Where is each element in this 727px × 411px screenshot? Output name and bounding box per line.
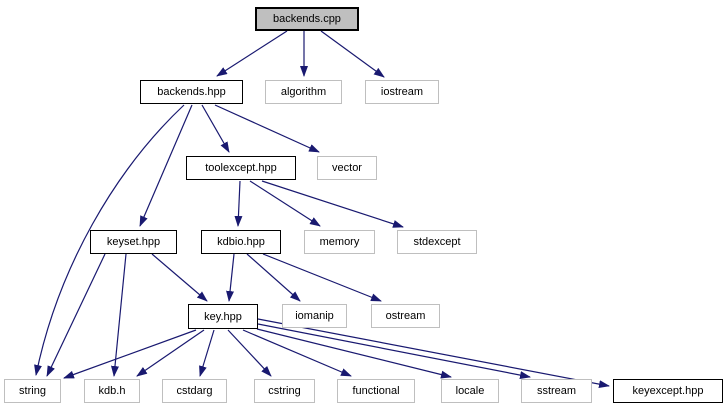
node-key-hpp[interactable]: key.hpp	[188, 304, 258, 329]
edge-key-hpp-to-kdb-h	[136, 329, 205, 377]
edge-kdbio-to-key-hpp	[226, 253, 235, 302]
node-functional: functional	[337, 379, 415, 403]
node-locale: locale	[441, 379, 499, 403]
edge-backends-hpp-to-keyset-hpp	[139, 104, 193, 227]
node-kdbio-hpp[interactable]: kdbio.hpp	[201, 230, 281, 254]
node-string: string	[4, 379, 61, 403]
edge-keyset-to-string	[46, 253, 106, 377]
edge-keyset-to-kdb-h	[110, 253, 127, 377]
edge-key-hpp-to-keyexcept-hpp	[257, 318, 610, 389]
edge-backends-hpp-to-vector	[214, 104, 320, 153]
node-toolexcept-hpp[interactable]: toolexcept.hpp	[186, 156, 296, 180]
edge-key-hpp-to-string	[63, 329, 197, 379]
edge-keyset-to-key-hpp	[151, 253, 208, 302]
node-keyexcept-hpp[interactable]: keyexcept.hpp	[613, 379, 723, 403]
node-ostream: ostream	[371, 304, 440, 328]
node-memory: memory	[304, 230, 375, 254]
node-backends-hpp[interactable]: backends.hpp	[140, 80, 243, 104]
node-cstdarg: cstdarg	[162, 379, 227, 403]
edge-key-hpp-to-functional	[242, 329, 352, 377]
node-iomanip: iomanip	[282, 304, 347, 328]
edge-kdbio-to-ostream	[262, 253, 382, 302]
edge-toolexcept-to-memory	[249, 180, 321, 227]
edge-key-hpp-to-cstring	[227, 329, 272, 377]
node-backends-cpp: backends.cpp	[255, 7, 359, 31]
node-algorithm: algorithm	[265, 80, 342, 104]
edge-backends-cpp-to-backends-hpp	[216, 30, 288, 77]
edge-backends-hpp-to-toolexcept	[201, 104, 230, 153]
edge-key-hpp-to-cstdarg	[199, 329, 215, 377]
edge-key-hpp-to-sstream	[257, 323, 531, 380]
edge-backends-cpp-to-iostream	[320, 30, 385, 78]
node-kdb-h: kdb.h	[84, 379, 140, 403]
edge-toolexcept-to-stdexcept	[261, 180, 404, 228]
edge-backends-hpp-to-string	[34, 104, 185, 376]
edge-toolexcept-to-kdbio-hpp	[234, 180, 243, 227]
edge-key-hpp-to-locale	[256, 328, 452, 379]
node-iostream: iostream	[365, 80, 439, 104]
node-cstring: cstring	[254, 379, 315, 403]
node-keyset-hpp[interactable]: keyset.hpp	[90, 230, 177, 254]
node-sstream: sstream	[521, 379, 592, 403]
node-vector: vector	[317, 156, 377, 180]
node-stdexcept: stdexcept	[397, 230, 477, 254]
edge-kdbio-to-iomanip	[246, 253, 301, 302]
